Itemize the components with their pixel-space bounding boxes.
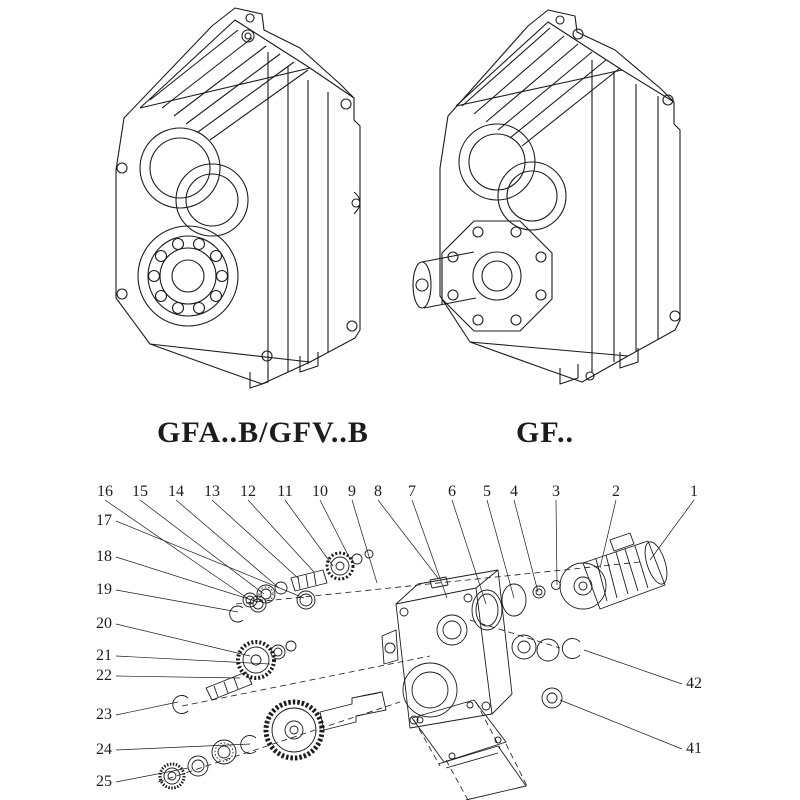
part-callout-6: 6 xyxy=(448,483,456,500)
part-callout-18: 18 xyxy=(96,548,112,565)
part-callout-21: 21 xyxy=(96,647,112,664)
part-callout-17: 17 xyxy=(96,512,112,529)
part-callout-16: 16 xyxy=(97,483,113,500)
intermediate-shaft-parts xyxy=(172,640,297,714)
part-callout-4: 4 xyxy=(510,483,518,500)
exploded-view-drawing xyxy=(104,499,695,800)
part-callout-5: 5 xyxy=(483,483,491,500)
part-callout-3: 3 xyxy=(552,483,560,500)
part-callout-2: 2 xyxy=(612,483,620,500)
model-label-gf: GF.. xyxy=(516,416,574,449)
part-callout-25: 25 xyxy=(96,773,112,790)
part-callout-7: 7 xyxy=(408,483,416,500)
part-callout-42: 42 xyxy=(686,675,702,692)
part-callout-9: 9 xyxy=(348,483,356,500)
part-callout-11: 11 xyxy=(277,483,293,500)
part-callout-19: 19 xyxy=(96,581,112,598)
part-callout-23: 23 xyxy=(96,706,112,723)
gearbox-drawing-gf xyxy=(412,9,681,385)
part-callout-14: 14 xyxy=(168,483,184,500)
input-shaft-parts xyxy=(229,549,374,623)
part-callout-12: 12 xyxy=(240,483,256,500)
callout-leader-lines xyxy=(104,499,695,783)
gear-housing xyxy=(381,569,513,729)
part-callout-8: 8 xyxy=(374,483,382,500)
motor-unit xyxy=(559,532,668,610)
part-callout-15: 15 xyxy=(132,483,148,500)
assembly-axis-lines xyxy=(157,561,641,800)
seal-and-cover-parts xyxy=(471,580,581,709)
part-callout-22: 22 xyxy=(96,667,112,684)
part-callout-41: 41 xyxy=(686,740,702,757)
part-callout-13: 13 xyxy=(204,483,220,500)
gasket-and-cover xyxy=(411,699,527,800)
model-label-gfab: GFA..B/GFV..B xyxy=(157,416,369,449)
part-callout-24: 24 xyxy=(96,741,112,758)
part-callout-20: 20 xyxy=(96,615,112,632)
output-shaft-parts xyxy=(158,691,387,790)
part-callout-1: 1 xyxy=(690,483,698,500)
part-callout-10: 10 xyxy=(312,483,328,500)
gearbox-drawing-gfab xyxy=(115,7,361,389)
